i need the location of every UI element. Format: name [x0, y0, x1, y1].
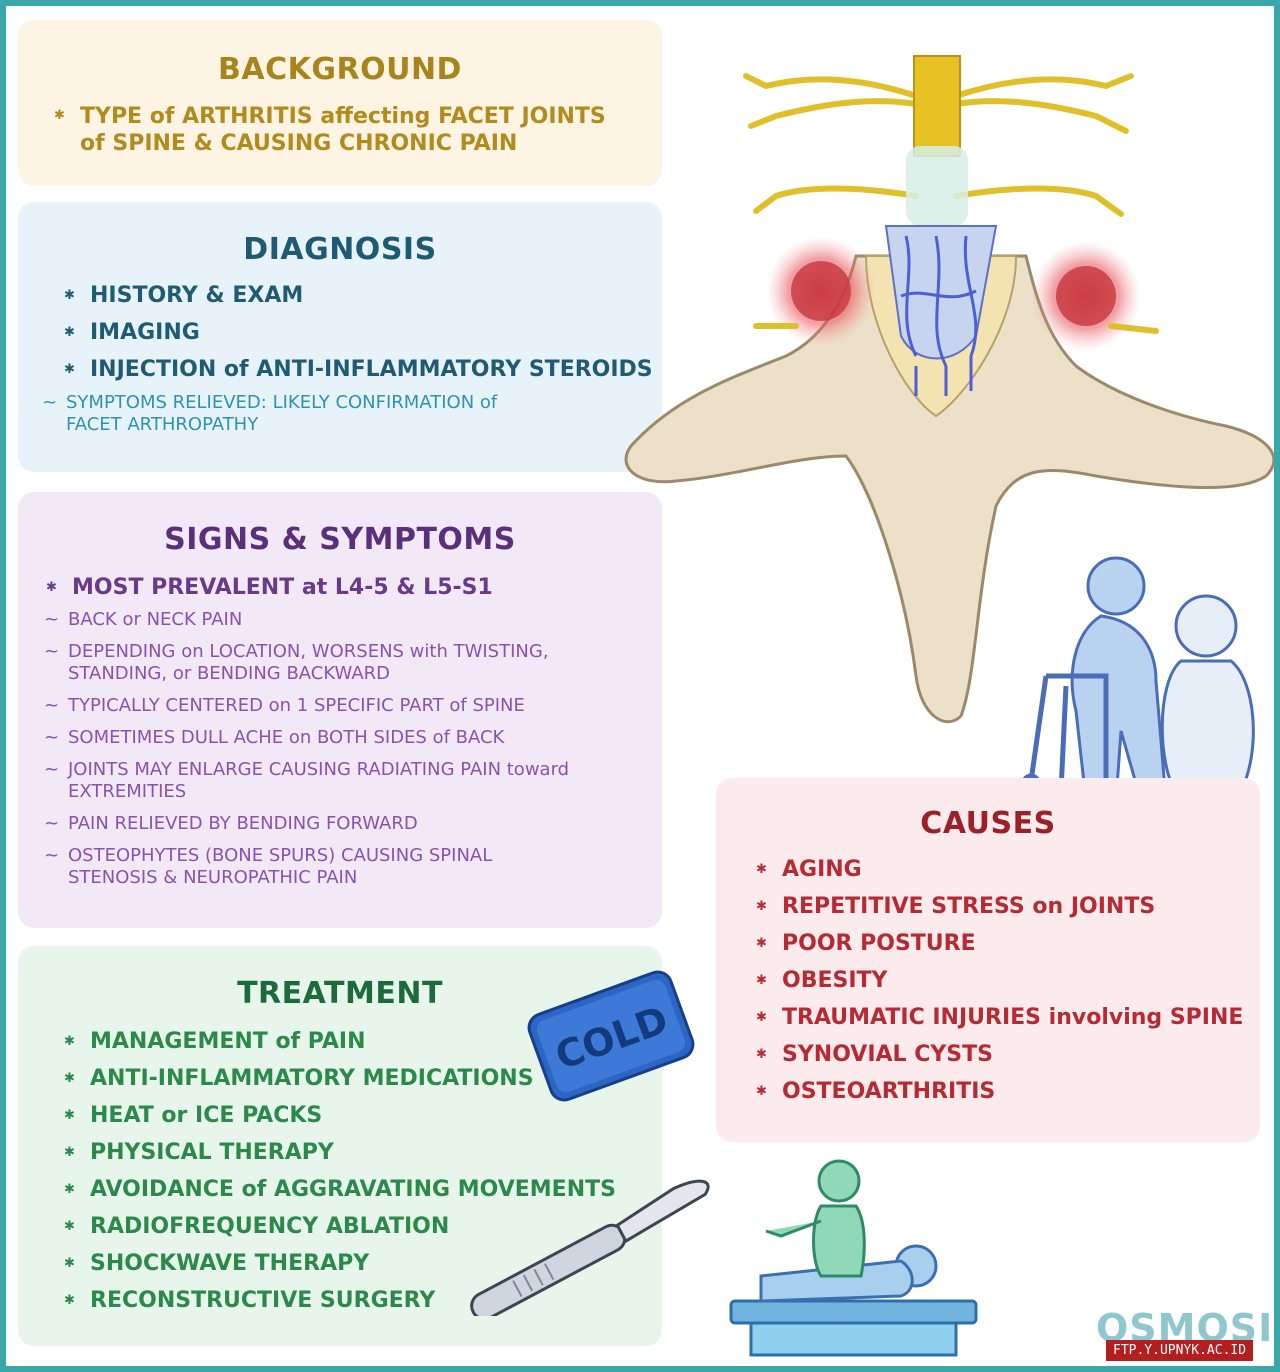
signs-symptoms-panel: SIGNS & SYMPTOMS MOST PREVALENT at L4-5 … [18, 492, 662, 928]
physical-therapy-illustration [729, 1159, 978, 1357]
background-item: TYPE of ARTHRITIS affecting FACET JOINTS… [54, 103, 614, 157]
background-panel: BACKGROUND TYPE of ARTHRITIS affecting F… [18, 20, 662, 186]
cause-item: OBESITY [756, 968, 1260, 994]
diagnosis-list: HISTORY & EXAM IMAGING INJECTION of ANTI… [64, 283, 662, 383]
diagnosis-title: DIAGNOSIS [243, 232, 437, 267]
background-list: TYPE of ARTHRITIS affecting FACET JOINTS… [54, 103, 614, 157]
treatment-item: AVOIDANCE of AGGRAVATING MOVEMENTS [64, 1177, 662, 1203]
treatment-title: TREATMENT [237, 976, 443, 1011]
treatment-table [729, 1299, 978, 1325]
signs-list: MOST PREVALENT at L4-5 & L5-S1 [46, 575, 662, 601]
treatment-item: RADIOFREQUENCY ABLATION [64, 1214, 662, 1240]
diagnosis-item: INJECTION of ANTI-INFLAMMATORY STEROIDS [64, 357, 662, 383]
lower-nerve-roots [753, 323, 1159, 334]
watermark: FTP.Y.UPNYK.AC.ID [1106, 1340, 1254, 1361]
cause-item: TRAUMATIC INJURIES involving SPINE [756, 1005, 1260, 1031]
signs-subitem: PAIN RELIEVED BY BENDING FORWARD [42, 813, 582, 835]
causes-panel: CAUSES AGING REPETITIVE STRESS on JOINTS… [716, 778, 1260, 1142]
vertebra-illustration [624, 55, 1274, 724]
signs-subitem: OSTEOPHYTES (BONE SPURS) CAUSING SPINAL … [42, 845, 582, 889]
vertebra-body [624, 254, 1274, 724]
treatment-item: ANTI-INFLAMMATORY MEDICATIONS [64, 1066, 662, 1092]
diagnosis-subitem: SYMPTOMS RELIEVED: LIKELY CONFIRMATION o… [40, 392, 540, 436]
signs-symptoms-title: SIGNS & SYMPTOMS [164, 522, 516, 557]
causes-title: CAUSES [920, 806, 1056, 841]
cause-item: REPETITIVE STRESS on JOINTS [756, 894, 1260, 920]
treatment-item: HEAT or ICE PACKS [64, 1103, 662, 1129]
treatment-item: PHYSICAL THERAPY [64, 1140, 662, 1166]
cause-item: OSTEOARTHRITIS [756, 1079, 1260, 1105]
signs-subitem: BACK or NECK PAIN [42, 609, 582, 631]
signs-subitem: TYPICALLY CENTERED on 1 SPECIFIC PART of… [42, 695, 582, 717]
signs-subitem: JOINTS MAY ENLARGE CAUSING RADIATING PAI… [42, 759, 582, 803]
signs-subitem: DEPENDING on LOCATION, WORSENS with TWIS… [42, 641, 582, 685]
treatment-item: RECONSTRUCTIVE SURGERY [64, 1288, 662, 1314]
causes-list: AGING REPETITIVE STRESS on JOINTS POOR P… [756, 857, 1260, 1105]
cause-item: POOR POSTURE [756, 931, 1260, 957]
spinal-cord-segment [913, 55, 961, 157]
treatment-list: MANAGEMENT of PAIN ANTI-INFLAMMATORY MED… [64, 1029, 662, 1314]
diagnosis-panel: DIAGNOSIS HISTORY & EXAM IMAGING INJECTI… [18, 202, 662, 472]
elder-head [1086, 556, 1146, 616]
patient-figure [759, 1244, 938, 1303]
scalpel-icon [470, 1179, 710, 1316]
cause-item: SYNOVIAL CYSTS [756, 1042, 1260, 1068]
cause-item: AGING [756, 857, 1260, 883]
treatment-item: SHOCKWAVE THERAPY [64, 1251, 662, 1277]
treatment-item: MANAGEMENT of PAIN [64, 1029, 662, 1055]
diagnosis-sublist: SYMPTOMS RELIEVED: LIKELY CONFIRMATION o… [40, 392, 540, 436]
diagnosis-item: HISTORY & EXAM [64, 283, 662, 309]
companion-head [1174, 594, 1238, 658]
blood-vessels [900, 235, 978, 396]
upper-nerve-roots [743, 73, 1134, 217]
intervertebral-disc [906, 146, 968, 226]
elder-body [1070, 614, 1168, 803]
cold-pack-illustration: COLD [527, 970, 695, 1102]
diagnosis-item: IMAGING [64, 320, 662, 346]
background-title: BACKGROUND [218, 52, 462, 87]
signs-subitem: SOMETIMES DULL ACHE on BOTH SIDES of BAC… [42, 727, 582, 749]
signs-sublist: BACK or NECK PAIN DEPENDING on LOCATION,… [42, 609, 582, 889]
signs-main-item: MOST PREVALENT at L4-5 & L5-S1 [46, 575, 662, 601]
therapist-figure [765, 1159, 866, 1278]
